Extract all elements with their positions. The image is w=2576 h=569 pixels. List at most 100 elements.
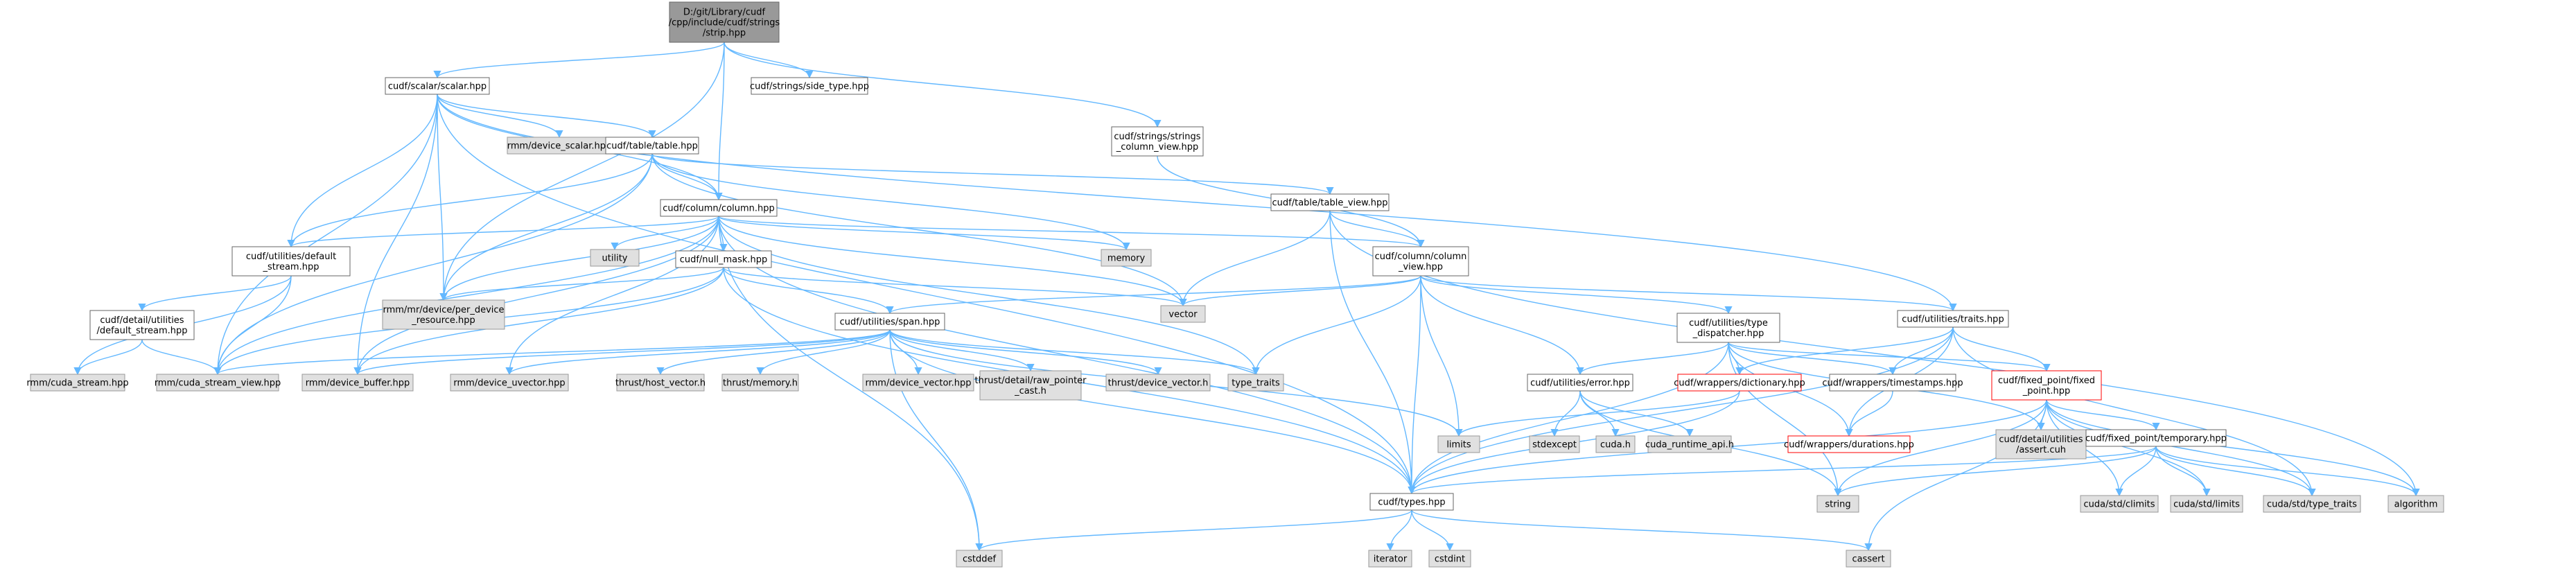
node-cuda-stream: rmm/cuda_stream.hpp (26, 374, 129, 392)
edge-table-to-vector (651, 153, 1187, 307)
node-box (605, 137, 699, 155)
edge-column-to-device_buffer (353, 216, 719, 376)
node-default-stream[interactable]: cudf/utilities/default_stream.hpp (231, 246, 351, 277)
node-label: thrust/host_vector.h (615, 378, 706, 389)
node-column[interactable]: cudf/column/column.hpp (660, 199, 778, 217)
node-label: type_traits (1232, 378, 1280, 389)
node-temporary[interactable]: cudf/fixed_point/temporary.hpp (2085, 429, 2227, 447)
edge-fixed_point-to-cuda_std_limits (2046, 399, 2211, 497)
node-dictionary[interactable]: cudf/wrappers/dictionary.hpp (1674, 374, 1805, 392)
node-label: algorithm (2394, 500, 2438, 510)
node-cuda-type-traits: cuda/std/type_traits (2263, 495, 2361, 513)
node-label: cudf/column/column (1375, 252, 1467, 262)
edge-column_view-to-vector (1179, 275, 1421, 307)
node-fixed-point[interactable]: cudf/fixed_point/fixed_point.hpp (1991, 370, 2102, 401)
node-timestamps[interactable]: cudf/wrappers/timestamps.hpp (1822, 374, 1963, 392)
node-label: cudf/scalar/scalar.hpp (388, 82, 487, 92)
node-label: cudf/types.hpp (1378, 498, 1445, 508)
node-box (1111, 126, 1204, 157)
edge-column_view-to-type_dispatcher (1420, 275, 1733, 315)
node-label: cudf/detail/utilities (1999, 435, 2083, 445)
node-types[interactable]: cudf/types.hpp (1369, 493, 1454, 511)
node-box (231, 246, 351, 277)
node-box (1437, 435, 1480, 453)
node-label: rmm/cuda_stream.hpp (26, 378, 128, 389)
node-box (1846, 550, 1891, 568)
node-root[interactable]: D:/git/Library/cudf/cpp/include/cudf/str… (669, 1, 780, 43)
node-box (301, 374, 414, 392)
edge-column_view-to-error (1420, 275, 1584, 376)
node-label: cudf/table/table_view.hpp (1272, 198, 1388, 209)
node-box (751, 77, 868, 95)
node-column-view[interactable]: cudf/column/column_view.hpp (1372, 246, 1469, 277)
node-table-view[interactable]: cudf/table/table_view.hpp (1270, 193, 1390, 211)
node-box (1227, 374, 1284, 392)
node-label: thrust/memory.h (723, 378, 798, 389)
edge-table-to-column (651, 153, 723, 201)
node-span[interactable]: cudf/utilities/span.hpp (834, 313, 945, 331)
edge-column_view-to-limits (1420, 275, 1463, 437)
edge-table-to-per_device_resource (439, 153, 653, 301)
edge-span-to-thrust_device_vector (889, 329, 1162, 376)
node-label: memory (1107, 254, 1146, 264)
node-box (1369, 493, 1454, 511)
node-label: cudf/table/table.hpp (606, 141, 698, 152)
node-device-uvector: rmm/device_uvector.hpp (450, 374, 569, 392)
edge-column-to-device_uvector (505, 216, 719, 376)
edge-scalar-to-device_buffer (353, 94, 438, 376)
node-label: _view.hpp (1398, 262, 1443, 272)
edge-span-to-raw_pointer_cast (889, 329, 1035, 372)
node-label: rmm/device_scalar.hpp (507, 141, 612, 152)
node-box (1816, 495, 1859, 513)
node-label: cudf/utilities/traits.hpp (1902, 315, 2004, 325)
node-vector: vector (1160, 305, 1206, 323)
node-box (2080, 495, 2159, 513)
node-thrust-device-vector: thrust/device_vector.h (1105, 374, 1211, 392)
node-error[interactable]: cudf/utilities/error.hpp (1527, 374, 1633, 392)
node-null-mask[interactable]: cudf/null_mask.hpp (675, 250, 772, 268)
node-box (1676, 313, 1780, 343)
node-host-vector: thrust/host_vector.h (615, 374, 706, 392)
node-raw-pointer-cast: thrust/detail/raw_pointer_cast.h (974, 370, 1087, 401)
node-cstdint: cstdint (1428, 550, 1471, 568)
node-box (1105, 374, 1211, 392)
node-type-dispatcher[interactable]: cudf/utilities/type_dispatcher.hpp (1676, 313, 1780, 343)
node-label: D:/git/Library/cudf (683, 8, 766, 18)
edge-column-to-cstddef (718, 216, 983, 552)
node-label: rmm/cuda_stream_view.hpp (155, 378, 281, 389)
node-box (590, 249, 640, 267)
node-label: limits (1446, 440, 1471, 450)
edge-root-to-column (715, 42, 725, 201)
edge-fixed_point-to-cuda_type_traits (2046, 399, 2316, 497)
node-durations[interactable]: cudf/wrappers/durations.hpp (1784, 435, 1914, 453)
node-label: cudf/wrappers/timestamps.hpp (1822, 378, 1963, 389)
node-algorithm: algorithm (2387, 495, 2444, 513)
node-traits[interactable]: cudf/utilities/traits.hpp (1897, 310, 2009, 328)
edge-type_dispatcher-to-error (1576, 342, 1729, 376)
node-table[interactable]: cudf/table/table.hpp (605, 137, 699, 155)
node-label: cudf/column/column.hpp (663, 204, 775, 214)
edge-table_view-to-vector (1179, 210, 1331, 307)
edge-span-to-type_traits (889, 329, 1260, 376)
dependency-edges (73, 42, 2420, 552)
node-label: thrust/detail/raw_pointer (974, 376, 1087, 386)
edge-scalar-to-default_stream (287, 94, 438, 248)
node-limits: limits (1437, 435, 1480, 453)
node-strings-column-view[interactable]: cudf/strings/strings_column_view.hpp (1111, 126, 1204, 157)
node-box (956, 550, 1003, 568)
edge-type_dispatcher-to-fixed_point (1728, 342, 2051, 372)
node-side-type[interactable]: cudf/strings/side_type.hpp (750, 77, 869, 95)
edge-table-to-default_stream (287, 153, 653, 248)
edge-column-to-type_traits (718, 216, 1260, 376)
edge-default_stream-to-detail_default_stream (138, 275, 292, 312)
node-cstddef: cstddef (956, 550, 1003, 568)
edge-span-to-host_vector (656, 329, 891, 376)
node-scalar[interactable]: cudf/scalar/scalar.hpp (385, 77, 490, 95)
edge-temporary-to-cuda_type_traits (2155, 446, 2316, 497)
node-memory: memory (1101, 249, 1152, 267)
node-cuda-runtime-api: cuda_runtime_api.h (1645, 435, 1734, 453)
node-label: cudf/null_mask.hpp (680, 255, 768, 265)
node-stdexcept: stdexcept (1529, 435, 1580, 453)
node-detail-default-stream[interactable]: cudf/detail/utilities/default_stream.hpp (89, 310, 195, 340)
edge-null_mask-to-per_device_resource (439, 267, 724, 301)
